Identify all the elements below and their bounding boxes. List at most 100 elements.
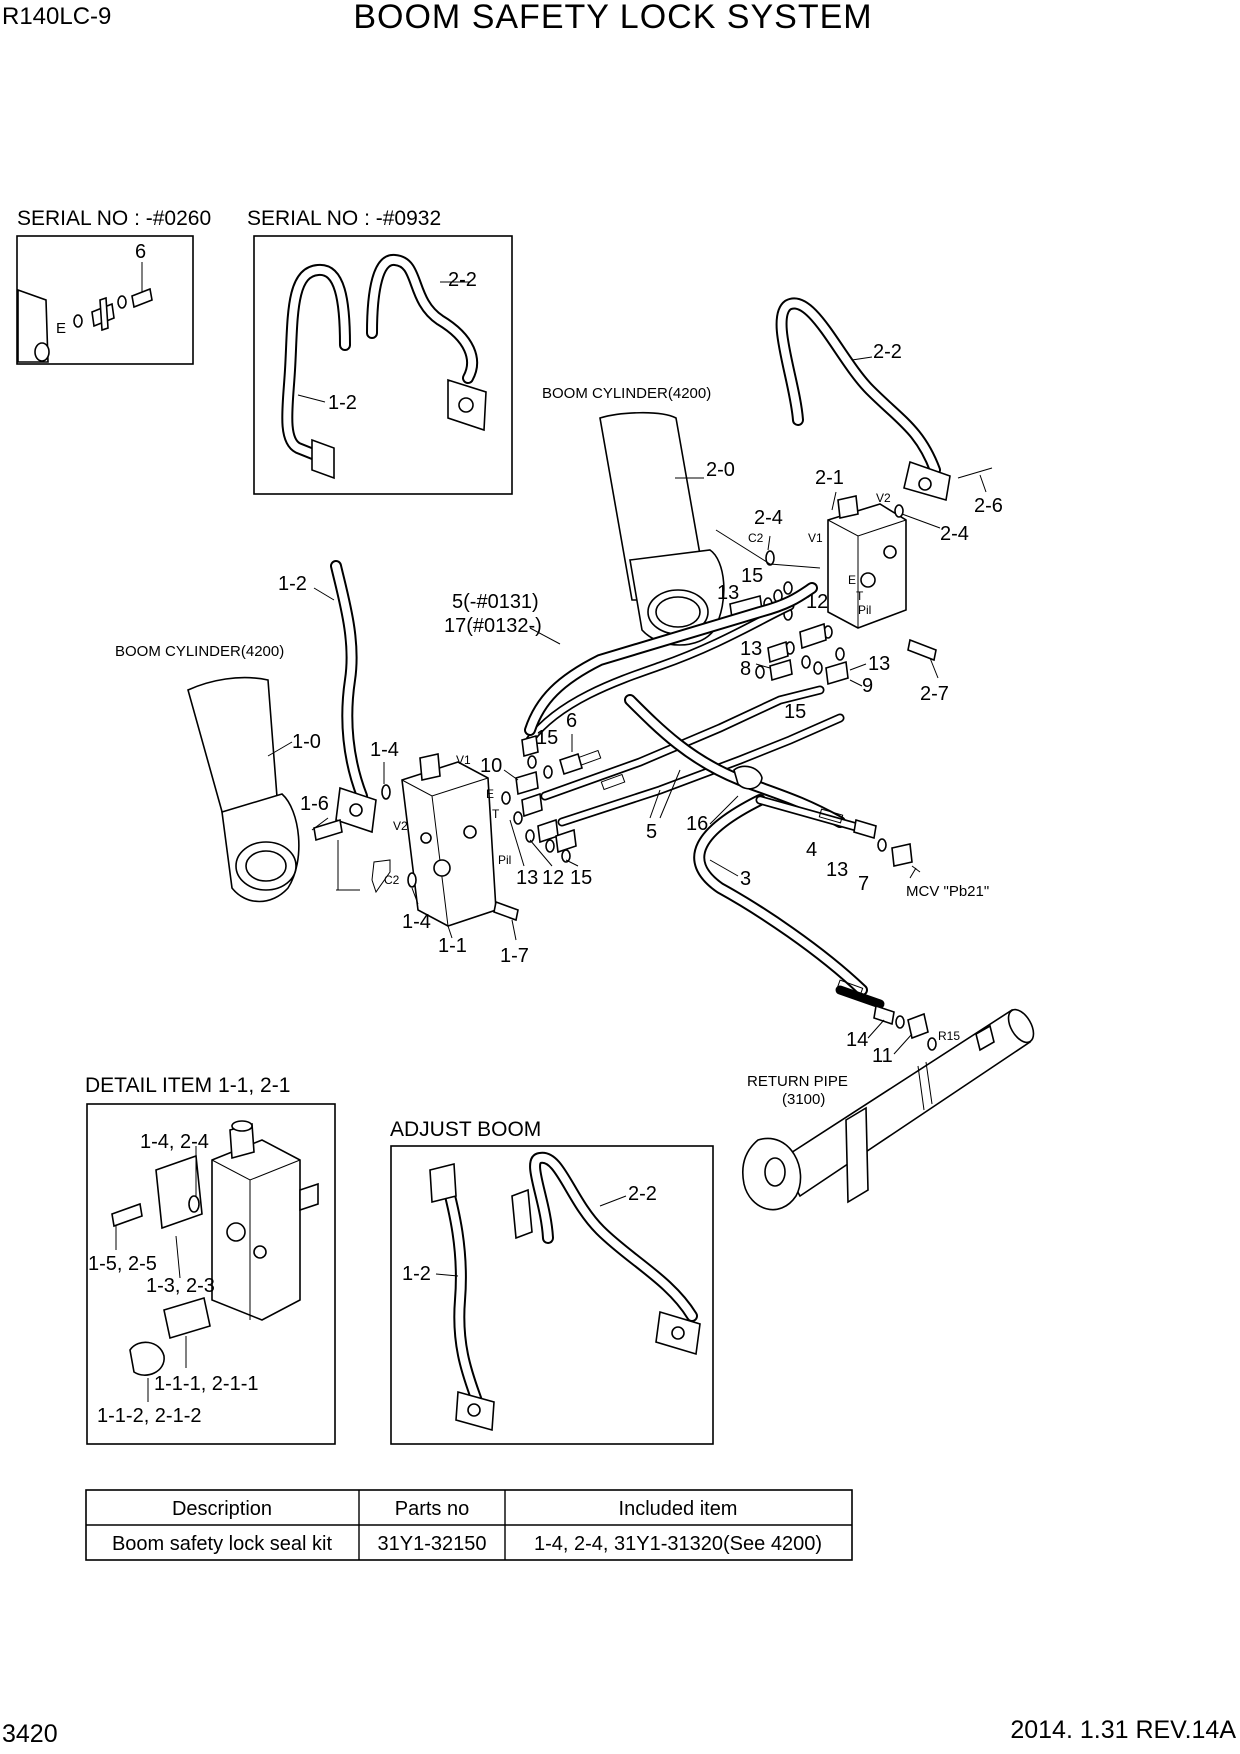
seal-kit-table: Description Parts no Included item Boom … bbox=[85, 1489, 853, 1561]
leader-line bbox=[851, 356, 873, 361]
label-12-b: 12 bbox=[542, 867, 564, 889]
tee-10 bbox=[515, 770, 539, 796]
label-1-7: 1-7 bbox=[500, 945, 529, 967]
inset-a-label-e: E bbox=[56, 320, 66, 337]
inset-detail: DETAIL ITEM 1-1, 2-1 1-4, 2-4 1-5, 2-5 1… bbox=[85, 1074, 336, 1445]
port-t-right: T bbox=[856, 589, 864, 603]
pipe-2-2-right: 2-2 2-6 bbox=[775, 297, 1003, 517]
o-ring-2-4 bbox=[894, 504, 904, 518]
label-15-c: 15 bbox=[536, 727, 558, 749]
label-13-e: 13 bbox=[826, 859, 848, 881]
inset-serial-0260-heading: SERIAL NO : -#0260 bbox=[17, 207, 211, 230]
cylinder-1-0-body bbox=[187, 676, 279, 828]
table-header-included-item: Included item bbox=[619, 1498, 738, 1520]
leader-line bbox=[267, 741, 293, 757]
page-number: 3420 bbox=[2, 1720, 58, 1748]
label-2-2-right: 2-2 bbox=[873, 341, 902, 363]
label-1-0: 1-0 bbox=[292, 731, 321, 753]
valve-block-1-1: 1-4 V1 V2 E T Pil C2 1-4 1-1 1-7 bbox=[336, 739, 529, 967]
detail-label-1-5-2-5: 1-5, 2-5 bbox=[88, 1253, 157, 1275]
label-15-a: 15 bbox=[741, 565, 763, 587]
inset-serial-0260: SERIAL NO : -#0260 E 6 bbox=[16, 207, 211, 365]
bolt-1-7 bbox=[493, 900, 519, 922]
label-2-1: 2-1 bbox=[815, 467, 844, 489]
label-2-4-top: 2-4 bbox=[754, 507, 783, 529]
bolt-1-6 bbox=[313, 818, 343, 842]
port-e-right: E bbox=[848, 573, 856, 587]
label-17-0132: 17(#0132-) bbox=[444, 615, 542, 637]
label-2-4-right: 2-4 bbox=[940, 523, 969, 545]
return-pipe: R15 RETURN PIPE (3100) 14 11 bbox=[742, 1004, 1035, 1211]
valve-2-1-fitting bbox=[837, 495, 859, 519]
inset-adjust-boom: ADJUST BOOM 1-2 2-2 bbox=[390, 1118, 714, 1445]
label-14: 14 bbox=[846, 1029, 868, 1051]
inset-serial-0260-frame bbox=[16, 235, 194, 365]
port-v1-left: V1 bbox=[456, 753, 471, 767]
label-2-7: 2-7 bbox=[920, 683, 949, 705]
detail-bolt bbox=[111, 1202, 143, 1228]
label-6: 6 bbox=[566, 710, 577, 732]
revision-date: 2014. 1.31 REV.14A bbox=[1010, 1716, 1236, 1744]
inset-b-label-2-2: 2-2 bbox=[448, 269, 477, 291]
boom-cylinder-right: BOOM CYLINDER(4200) 2-0 bbox=[542, 385, 735, 646]
label-12-a: 12 bbox=[806, 591, 828, 613]
boom-cylinder-left: BOOM CYLINDER(4200) 1-0 bbox=[115, 643, 321, 903]
inset-detail-heading: DETAIL ITEM 1-1, 2-1 bbox=[85, 1074, 290, 1097]
label-5-b: 5 bbox=[646, 821, 657, 843]
check-valve-6 bbox=[131, 287, 153, 309]
label-13-a: 13 bbox=[717, 582, 739, 604]
valve-2-1-body bbox=[827, 503, 907, 629]
detail-label-1-1-2: 1-1-2, 2-1-2 bbox=[97, 1405, 202, 1427]
detail-label-1-3-2-3: 1-3, 2-3 bbox=[146, 1275, 215, 1297]
o-ring bbox=[117, 295, 127, 309]
label-2-0: 2-0 bbox=[706, 459, 735, 481]
port-r15: R15 bbox=[938, 1029, 960, 1043]
label-1-1: 1-1 bbox=[438, 935, 467, 957]
leader-line bbox=[297, 394, 326, 403]
port-pil-left: Pil bbox=[498, 853, 511, 867]
label-1-4-top: 1-4 bbox=[370, 739, 399, 761]
label-15-b: 15 bbox=[784, 701, 806, 723]
fittings-cluster-left: 5(-#0131) 17(#0132-) 15 6 10 13 12 15 bbox=[444, 591, 592, 889]
page-title: BOOM SAFETY LOCK SYSTEM bbox=[353, 0, 872, 36]
label-13-c: 13 bbox=[868, 653, 890, 675]
label-13-b: 13 bbox=[740, 638, 762, 660]
port-c2-right: C2 bbox=[748, 531, 764, 545]
label-2-6: 2-6 bbox=[974, 495, 1003, 517]
detail-o-ring bbox=[188, 1195, 200, 1213]
valve-block-2-1: 2-1 V2 V1 E T Pil 2-4 2-7 C2 2-4 bbox=[715, 467, 969, 705]
detail-label-1-4-2-4: 1-4, 2-4 bbox=[140, 1131, 209, 1153]
bolt-2-6 bbox=[957, 467, 993, 479]
label-7: 7 bbox=[858, 873, 869, 895]
inset-adjust-heading: ADJUST BOOM bbox=[390, 1118, 541, 1141]
table-cell-parts-no: 31Y1-32150 bbox=[378, 1533, 487, 1555]
label-5-0131: 5(-#0131) bbox=[452, 591, 539, 613]
inset-b-label-1-2: 1-2 bbox=[328, 392, 357, 414]
label-10: 10 bbox=[480, 755, 502, 777]
label-9: 9 bbox=[862, 675, 873, 697]
label-8: 8 bbox=[740, 658, 751, 680]
bolt-2-7 bbox=[907, 638, 937, 662]
inset-detail-frame bbox=[86, 1103, 336, 1445]
leader-line bbox=[831, 491, 837, 511]
clamp-16 bbox=[733, 765, 763, 790]
mcv-label: MCV "Pb21" bbox=[906, 883, 989, 900]
o-ring-1-4-c2 bbox=[407, 872, 417, 888]
label-1-6: 1-6 bbox=[300, 793, 329, 815]
label-11: 11 bbox=[872, 1045, 893, 1067]
detail-cover-plate bbox=[155, 1154, 203, 1230]
pipe-1-2-left: 1-2 1-6 bbox=[278, 560, 377, 842]
label-13-d: 13 bbox=[516, 867, 538, 889]
table-header-parts-no: Parts no bbox=[395, 1498, 469, 1520]
model-name: R140LC-9 bbox=[2, 3, 111, 30]
table-cell-included-item: 1-4, 2-4, 31Y1-31320(See 4200) bbox=[534, 1533, 822, 1555]
o-ring-1-4 bbox=[381, 784, 391, 800]
o-ring bbox=[73, 314, 83, 328]
port-t-left: T bbox=[492, 807, 500, 821]
leader-line bbox=[313, 587, 335, 601]
label-15-d: 15 bbox=[570, 867, 592, 889]
label-16: 16 bbox=[686, 813, 708, 835]
detail-label-1-1-1: 1-1-1, 2-1-1 bbox=[154, 1373, 259, 1395]
